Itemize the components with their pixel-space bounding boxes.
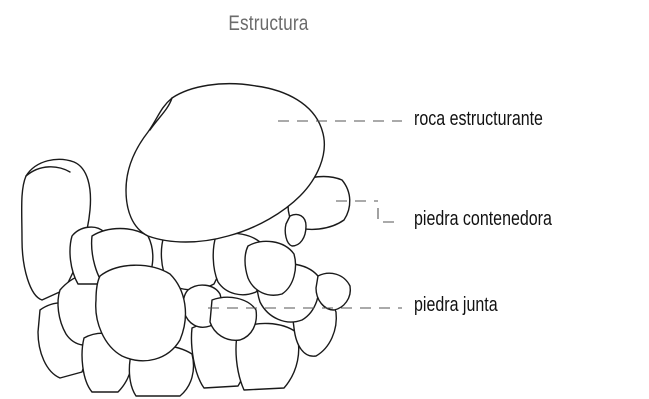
large-lower-stone xyxy=(95,264,187,362)
containing-stone-lower xyxy=(284,213,307,247)
left-wall-outline xyxy=(25,166,71,177)
small-stone-c xyxy=(209,296,258,341)
diagram-title: Estructura xyxy=(228,12,309,35)
structuring-rock xyxy=(125,82,325,243)
label-joint-stone: piedra junta xyxy=(414,294,498,316)
structuring-rock-notch xyxy=(149,97,173,131)
right-edge-stone xyxy=(315,272,351,311)
bottom-stone-d xyxy=(235,322,300,391)
leader-containing-stone xyxy=(377,208,396,223)
label-structuring-rock: roca estructurante xyxy=(414,108,543,130)
label-containing-stone: piedra contenedora xyxy=(414,208,552,230)
middle-stone-c xyxy=(244,240,297,296)
